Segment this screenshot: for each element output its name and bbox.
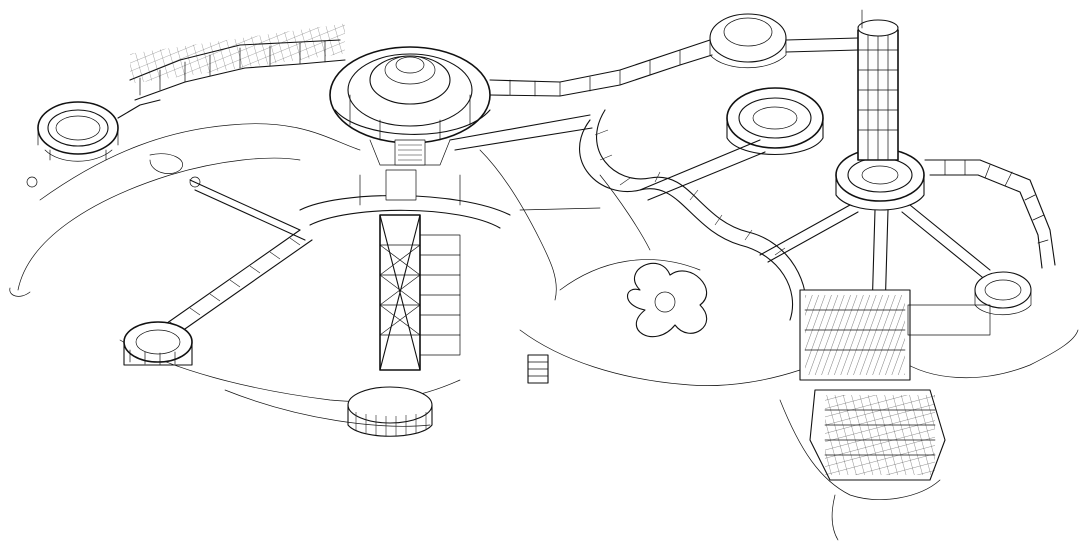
southeast-building-cluster <box>799 289 991 481</box>
north-tower <box>857 9 899 161</box>
east-terrace-row <box>924 159 1056 269</box>
center-links <box>449 114 766 211</box>
west-ring-pavilion <box>26 99 161 188</box>
north-arcade <box>489 37 859 97</box>
southwest-plaza <box>123 321 193 366</box>
northeast-dome-cluster <box>709 13 787 69</box>
east-small-ring <box>974 271 1032 315</box>
south-drum-building <box>347 386 433 437</box>
trefoil-plaza <box>626 262 708 338</box>
northeast-ring <box>726 87 824 156</box>
serpentine-track <box>579 109 807 321</box>
terrain-contours <box>9 123 1079 541</box>
central-grid-bridge <box>299 169 511 371</box>
northwest-terrace-row <box>129 23 346 101</box>
southwest-walkway <box>149 176 313 346</box>
central-dome-complex <box>329 46 491 166</box>
small-tower <box>527 354 549 384</box>
